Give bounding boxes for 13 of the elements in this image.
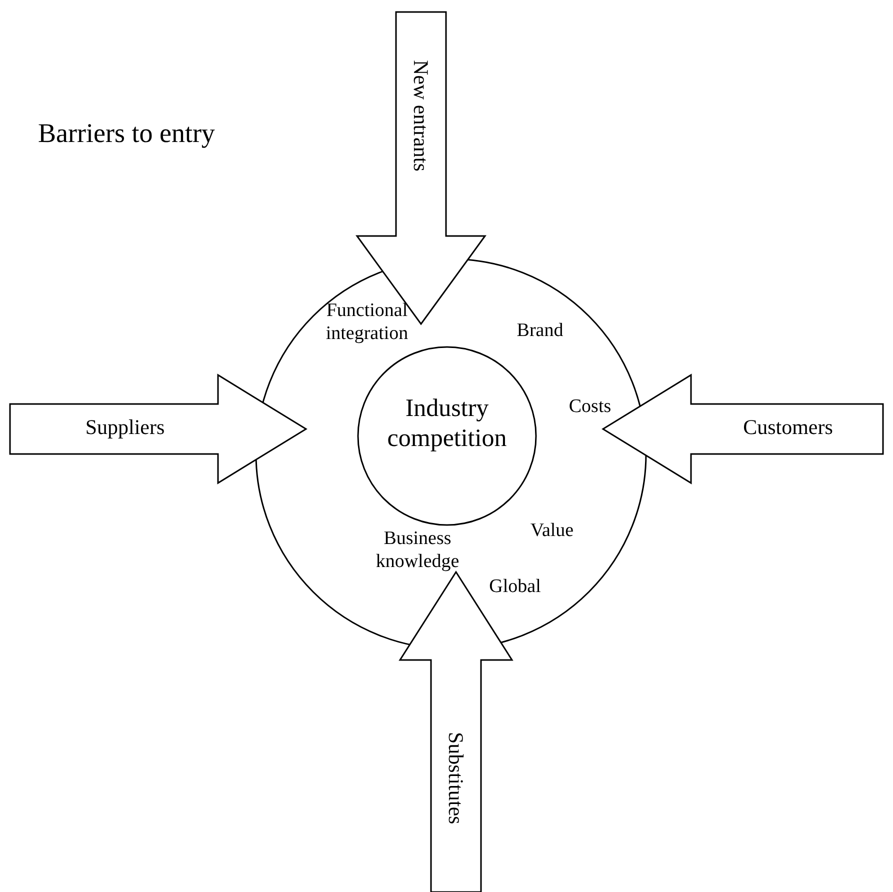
- barrier-label: Functional integration: [324, 300, 410, 346]
- arrow-label: New entrants: [408, 59, 434, 174]
- barrier-label: Value: [529, 520, 575, 543]
- circle-label: Industry competition: [386, 394, 508, 454]
- barrier-label: Global: [488, 576, 542, 599]
- barrier-label: Brand: [516, 320, 564, 343]
- arrow-label: Substitutes: [443, 730, 468, 826]
- barrier-label: Costs: [568, 396, 612, 419]
- block-arrow: [10, 375, 306, 483]
- diagram-title: Barriers to entry: [38, 118, 215, 149]
- arrow-label: Suppliers: [84, 415, 166, 440]
- barrier-label: Business knowledge: [374, 528, 460, 574]
- arrow-label: Customers: [742, 415, 834, 440]
